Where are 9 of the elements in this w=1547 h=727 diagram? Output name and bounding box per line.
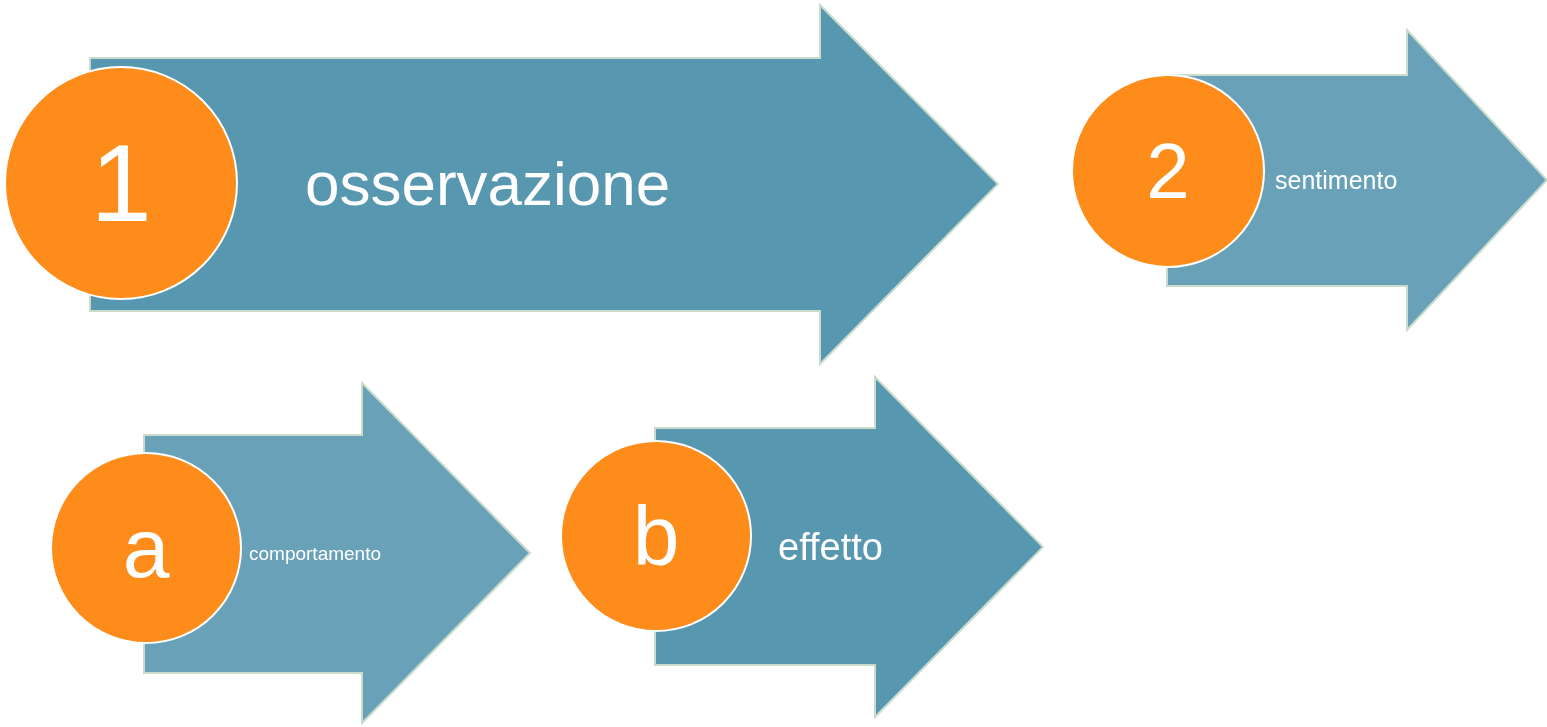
step-number: b: [632, 494, 680, 578]
step-number: 1: [90, 128, 152, 238]
step-label: sentimento: [1275, 167, 1398, 193]
step-number: 2: [1146, 132, 1190, 210]
step-banner: [90, 5, 998, 364]
step-label: comportamento: [249, 543, 381, 563]
step-label: effetto: [778, 528, 883, 566]
step-label: osservazione: [305, 153, 671, 215]
step-number: a: [122, 506, 170, 590]
